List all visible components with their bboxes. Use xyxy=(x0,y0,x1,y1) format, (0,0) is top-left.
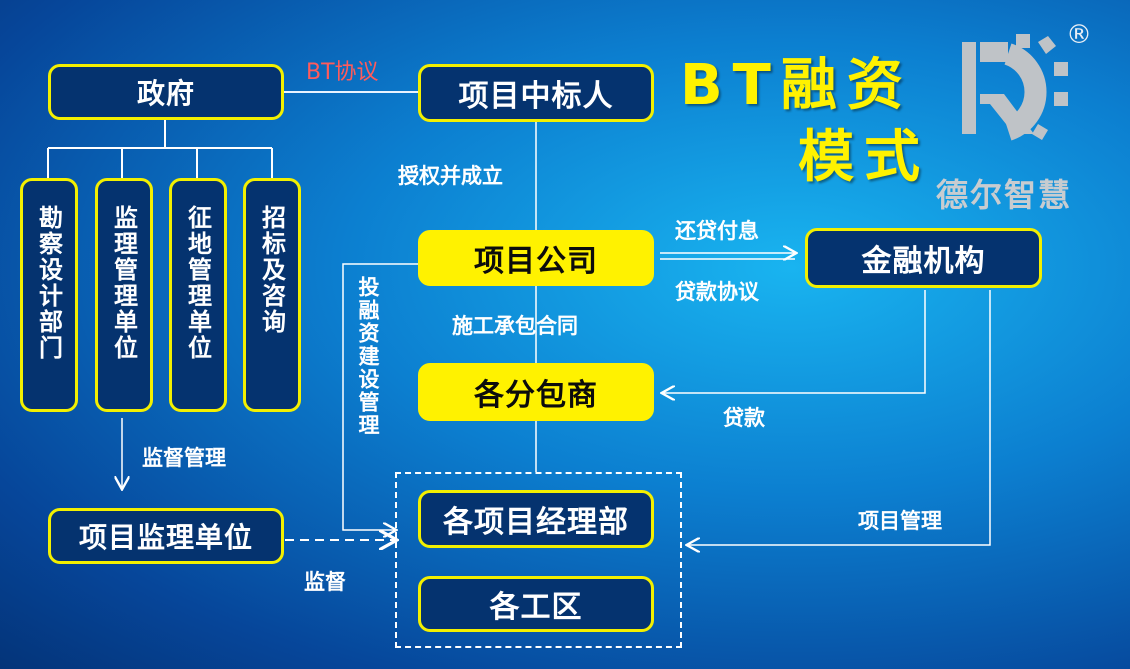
label-loan: 贷款 xyxy=(723,406,765,430)
node-project-company: 项目公司 xyxy=(418,230,654,286)
node-supervision-unit: 项目监理单位 xyxy=(48,508,284,564)
label-invest-manage: 投融资建设管理 xyxy=(356,276,380,437)
label-supervise: 监督 xyxy=(304,570,346,594)
node-pm-dept: 各项目经理部 xyxy=(418,490,654,548)
label-supervise-manage: 监督管理 xyxy=(142,446,226,470)
dept-label: 征地管理单位 xyxy=(183,205,212,361)
title-line-1: BT融资 xyxy=(680,53,913,118)
label-construction-contract: 施工承包合同 xyxy=(452,314,578,338)
label-bt-agreement: BT协议 xyxy=(306,60,379,85)
gear-letter-r-logo-icon xyxy=(962,34,1068,141)
dept-box: 监理管理单位 xyxy=(95,178,153,412)
node-work-zone: 各工区 xyxy=(418,576,654,632)
label-project-management: 项目管理 xyxy=(858,509,942,533)
node-government: 政府 xyxy=(48,64,284,120)
title-line-2: 模式 xyxy=(798,125,930,190)
label-authorize: 授权并成立 xyxy=(398,164,503,188)
registered-mark: ® xyxy=(1066,20,1092,50)
label-loan-agreement: 贷款协议 xyxy=(675,280,759,304)
company-name: 德尔智慧 xyxy=(936,176,1073,214)
edge-finance-subcontractor xyxy=(663,290,926,393)
site-group-box xyxy=(395,472,682,648)
label-repay: 还贷付息 xyxy=(675,219,759,243)
dept-label: 监理管理单位 xyxy=(109,205,138,361)
edge-company-pmdept xyxy=(342,263,418,530)
dept-box: 勘察设计部门 xyxy=(20,178,78,412)
node-winner: 项目中标人 xyxy=(418,64,654,122)
node-finance: 金融机构 xyxy=(805,228,1042,288)
dept-label: 勘察设计部门 xyxy=(34,205,63,361)
edge-finance-pmdept xyxy=(688,290,991,545)
dept-label: 招标及咨询 xyxy=(257,205,286,335)
node-subcontractors: 各分包商 xyxy=(418,363,654,421)
dept-box: 征地管理单位 xyxy=(169,178,227,412)
dept-box: 招标及咨询 xyxy=(243,178,301,412)
